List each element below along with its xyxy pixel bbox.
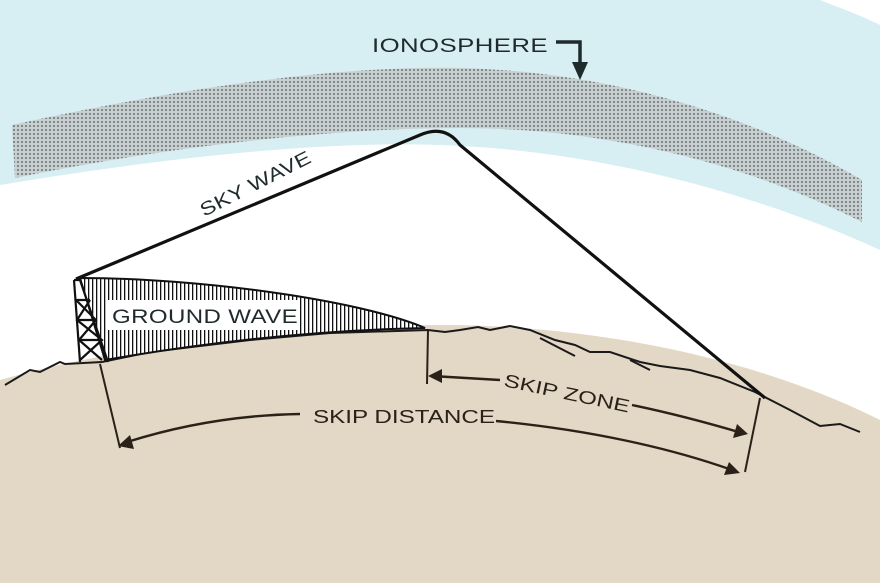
ionosphere-pointer-arrow — [556, 40, 582, 66]
skip-zone-arrow-right — [631, 403, 743, 435]
terrain-ridge — [539, 337, 576, 357]
arrowhead-right-icon — [733, 424, 748, 438]
ionosphere-arrowhead-icon — [572, 62, 588, 80]
ground-wave-label-bg — [108, 300, 300, 330]
skip-distance-arrow-right — [495, 419, 733, 472]
arrowhead-right-icon — [724, 462, 740, 475]
terrain-outline — [4, 324, 861, 433]
skip-distance-arrow-left — [123, 412, 301, 445]
ionosphere-label: IONOSPHERE — [372, 36, 548, 57]
sky-wave-path — [75, 129, 767, 400]
earth-ground — [0, 325, 880, 583]
antenna-tower-icon — [72, 278, 110, 363]
arrowhead-left-icon — [118, 435, 134, 449]
arrowhead-left-icon — [428, 369, 442, 383]
sky-white-corner — [820, 0, 880, 25]
skip-distance-start-line — [99, 363, 121, 449]
skip-zone-start-line — [426, 329, 429, 385]
ionosphere-layer — [12, 67, 862, 223]
terrain-ridge — [629, 359, 651, 371]
skip-zone-arrow-left — [431, 374, 501, 382]
skip-zone-end-line — [744, 397, 761, 473]
ground-wave-label: GROUND WAVE — [112, 307, 298, 328]
skip-distance-label: SKIP DISTANCE — [313, 407, 495, 427]
